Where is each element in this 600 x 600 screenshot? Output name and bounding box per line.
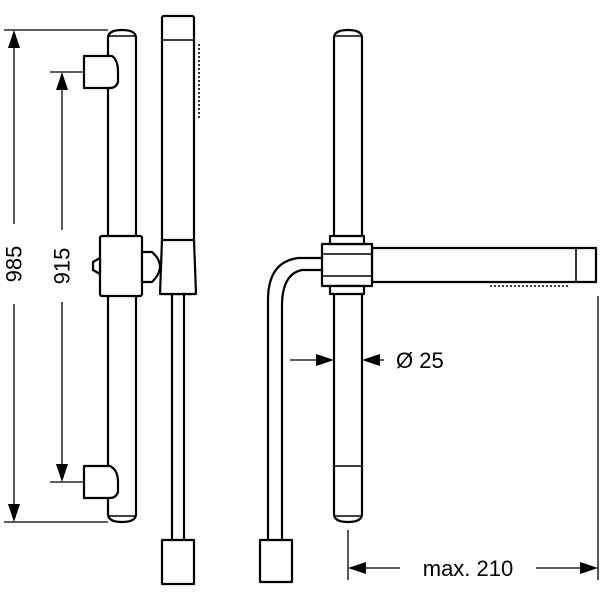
rail-diameter-label: Ø 25 [396,348,444,373]
max-projection-dimension: max. 210 [347,296,599,581]
side-rail [332,28,364,524]
overall-height-label: 985 [2,246,27,283]
front-slider [91,234,162,298]
side-slider [320,234,374,296]
max-projection-label: max. 210 [423,556,514,581]
front-hand-shower [158,14,200,296]
rail-spacing-label: 915 [50,248,75,285]
front-rail [106,28,138,524]
lower-wall-bracket [82,464,120,500]
side-view [258,28,598,584]
front-view [82,14,200,586]
rail-diameter-dimension: Ø 25 [290,348,444,373]
front-hose [160,294,196,586]
overall-height-dimension: 985 [2,29,108,523]
rail-spacing-dimension: 915 [50,71,84,483]
upper-wall-bracket [82,54,120,90]
side-hand-shower [370,246,598,287]
side-hose [258,256,322,584]
